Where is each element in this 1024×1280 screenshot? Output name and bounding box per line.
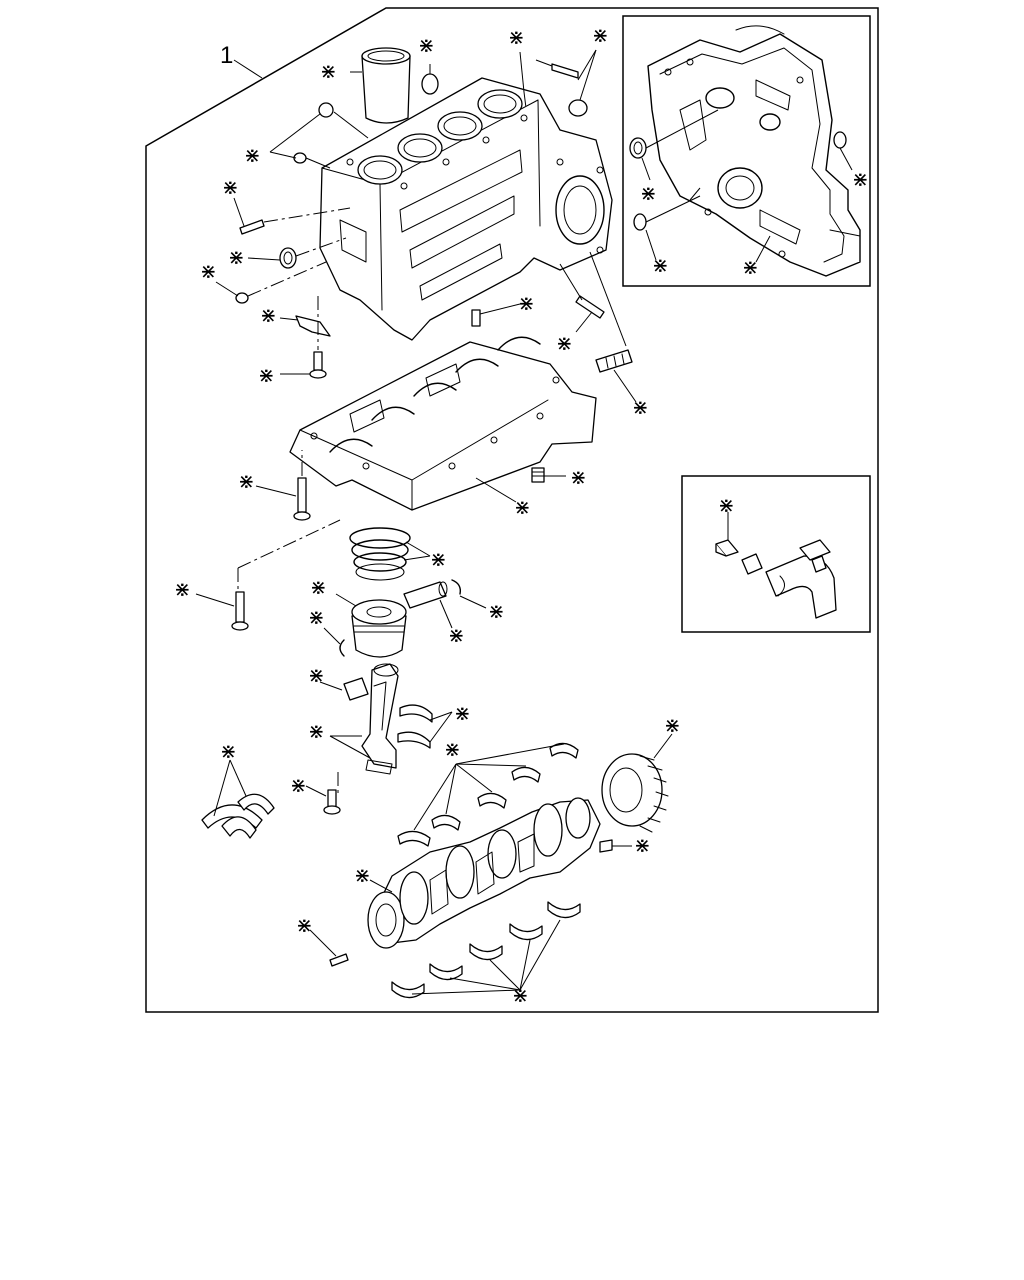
crank-gear [601, 733, 673, 833]
callout-mark: ⋇ [454, 701, 471, 725]
callout-mark: ⋇ [448, 623, 465, 647]
callout-mark: ⋇ [308, 663, 325, 687]
callout-mark: ⋇ [514, 495, 531, 519]
callout-mark: ⋇ [508, 25, 525, 49]
callout-mark: ⋇ [640, 181, 657, 205]
item-number-leader [233, 59, 263, 79]
cylinder-block [319, 77, 613, 341]
callout-mark: ⋇ [238, 469, 255, 493]
callout-mark: ⋇ [444, 737, 461, 761]
callout-mark: ⋇ [258, 363, 275, 387]
inset-sensor-fitting [681, 475, 871, 633]
thrust-washers [201, 759, 275, 839]
inset-sensor-frame [681, 475, 871, 633]
lower-crankcase [289, 336, 597, 511]
callout-marks: ⋇ ⋇ ⋇ ⋇ ⋇ ⋇ ⋇ ⋇ ⋇ ⋇ ⋇ ⋇ ⋇ ⋇ ⋇ ⋇ ⋇ ⋇ ⋇ ⋇ … [174, 23, 869, 1007]
callout-mark: ⋇ [718, 493, 735, 517]
callout-mark: ⋇ [518, 291, 535, 315]
callout-mark: ⋇ [592, 23, 609, 47]
callout-mark: ⋇ [634, 833, 651, 857]
callout-mark: ⋇ [652, 253, 669, 277]
callout-mark: ⋇ [354, 863, 371, 887]
callout-mark: ⋇ [308, 719, 325, 743]
callout-mark: ⋇ [742, 255, 759, 279]
piston [335, 593, 407, 658]
callout-mark: ⋇ [220, 739, 237, 763]
callout-mark: ⋇ [296, 913, 313, 937]
callout-mark: ⋇ [320, 59, 337, 83]
callout-mark: ⋇ [664, 713, 681, 737]
callout-mark: ⋇ [418, 33, 435, 57]
inset-rear-plate [622, 15, 871, 287]
callout-mark: ⋇ [200, 259, 217, 283]
callout-mark: ⋇ [290, 773, 307, 797]
callout-mark: ⋇ [488, 599, 505, 623]
callout-mark: ⋇ [852, 167, 869, 191]
callout-mark: ⋇ [308, 605, 325, 629]
callout-mark: ⋇ [222, 175, 239, 199]
callout-mark: ⋇ [310, 575, 327, 599]
callout-mark: ⋇ [632, 395, 649, 419]
callout-mark: ⋇ [430, 547, 447, 571]
crankshaft [367, 797, 601, 949]
cylinder-liner [350, 47, 411, 124]
inset-rear-plate-frame [622, 15, 871, 287]
callout-mark: ⋇ [174, 577, 191, 601]
callout-mark: ⋇ [556, 331, 573, 355]
callout-mark: ⋇ [570, 465, 587, 489]
connecting-rod [361, 663, 399, 775]
item-number: 1 [220, 42, 233, 69]
piston-rings [349, 527, 431, 581]
callout-mark: ⋇ [260, 303, 277, 327]
callout-mark: ⋇ [244, 143, 261, 167]
callout-mark: ⋇ [512, 983, 529, 1007]
callout-mark: ⋇ [228, 245, 245, 269]
assembly-frame [145, 7, 879, 1013]
